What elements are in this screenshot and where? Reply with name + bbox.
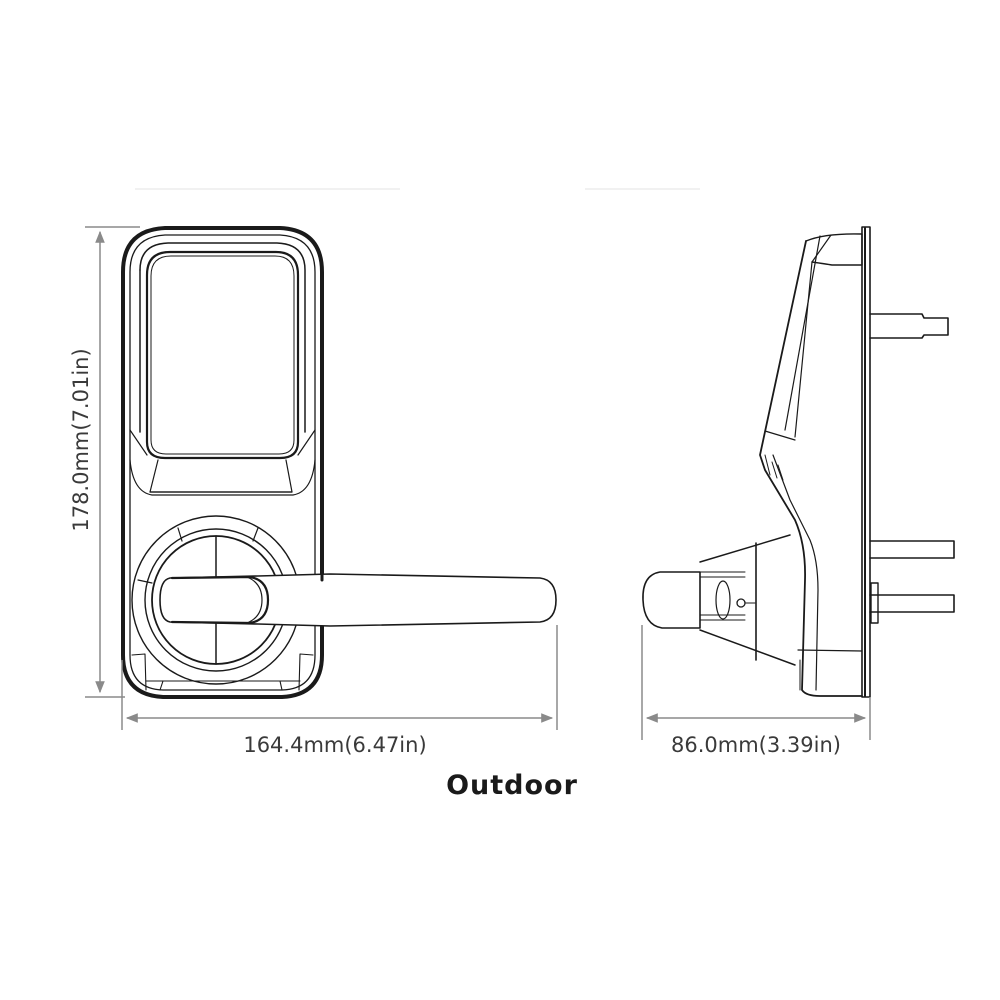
height-dimension-label: 178.0mm(7.01in)	[69, 348, 93, 531]
caption-text: Outdoor	[446, 770, 578, 801]
side-body-outline	[805, 233, 863, 266]
front-height-dimension	[85, 226, 140, 698]
front-body-outline	[121, 226, 324, 699]
keyhole-pin	[736, 598, 746, 608]
lever-handle	[159, 573, 557, 627]
screen	[145, 250, 300, 460]
side-rosette-cone	[699, 534, 796, 666]
figure-caption: Outdoor	[0, 770, 1000, 801]
side-depth-dimension	[641, 625, 871, 740]
width-dimension-label: 164.4mm(6.47in)	[243, 733, 426, 757]
depth-dimension-label: 86.0mm(3.39in)	[671, 733, 841, 757]
side-view	[642, 226, 955, 698]
mounting-plate	[861, 226, 871, 698]
front-width-dimension	[121, 625, 558, 730]
bolt-2	[869, 594, 955, 613]
upper-spindle	[869, 313, 949, 339]
side-lever-end	[642, 571, 701, 629]
front-view	[121, 226, 557, 699]
bolt-1	[869, 540, 955, 559]
screen-frame	[139, 242, 306, 433]
